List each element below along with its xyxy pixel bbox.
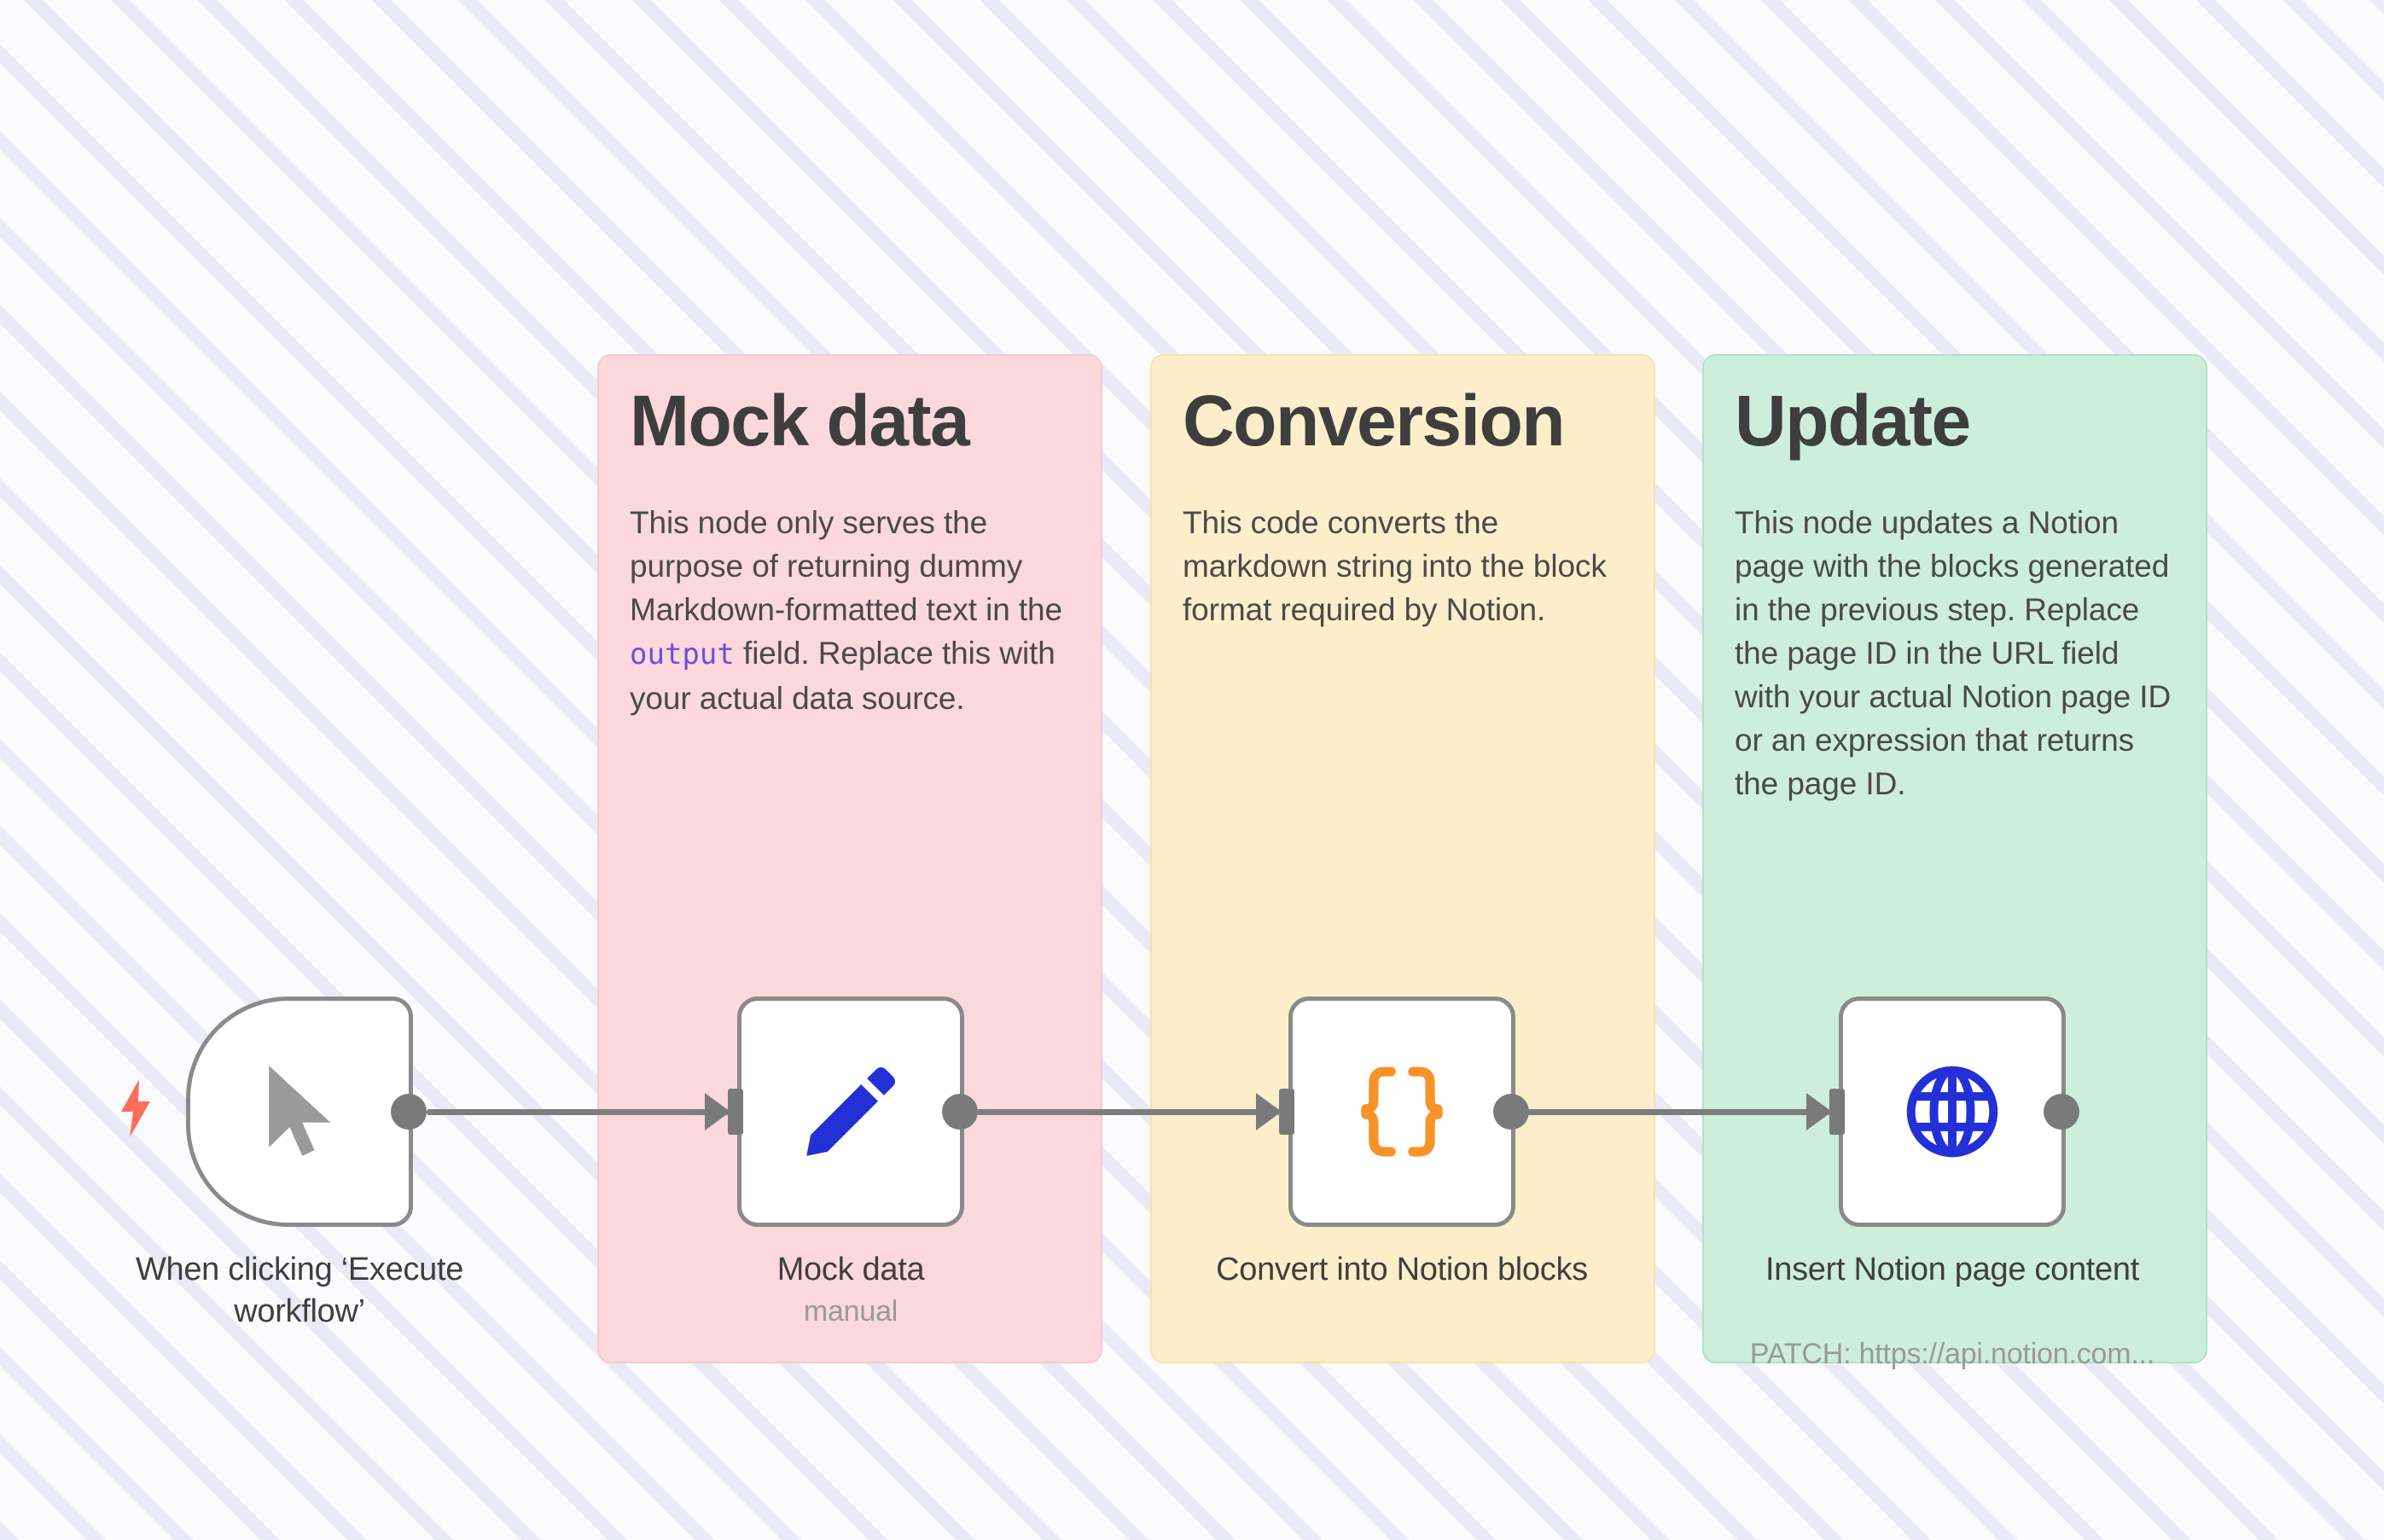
node-label: Mock data [776,1252,925,1287]
sticky-note-title: Update [1735,381,1971,461]
sticky-note-body-text-1: This code converts the markdown string i… [1183,505,1607,627]
node-label: When clicking ‘Execute workflow’ [135,1252,464,1329]
sticky-note-inline-code: output [630,637,735,671]
node-sublabel: PATCH: https://api.notion.com... [1749,1338,2155,1370]
sticky-note-body-text-1: This node updates a Notion page with the… [1735,505,2172,801]
sticky-note-title: Conversion [1183,381,1566,461]
sticky-note-body: This code converts the markdown string i… [1183,501,1623,633]
node-input-port[interactable] [1256,1089,1294,1135]
sticky-note-body: This node only serves the purpose of ret… [630,501,1070,720]
node-insert-notion-page-content[interactable]: Insert Notion page content PATCH: https:… [1750,997,2154,1370]
node-output-port[interactable] [2044,1094,2079,1130]
node-input-port[interactable] [1806,1089,1845,1135]
lightning-bolt-icon [116,1078,157,1138]
node-icon-box[interactable] [186,997,427,1227]
sticky-note-body-text-2: field. Replace this with your actual dat… [630,636,1055,716]
node-icon-box[interactable] [705,997,978,1227]
node-label: Insert Notion page content [1765,1252,2139,1287]
cursor-pointer-icon [269,1066,331,1156]
sticky-note-body: This node updates a Notion page with the… [1735,501,2175,807]
globe-icon [1906,1066,1998,1158]
sticky-note-title: Mock data [630,381,970,461]
node-icon-box[interactable] [1806,997,2079,1227]
node-output-port[interactable] [942,1094,978,1130]
curly-braces-icon [1361,1066,1443,1157]
node-label: Convert into Notion blocks [1216,1252,1588,1287]
node-input-port[interactable] [705,1089,743,1135]
node-convert-into-notion-blocks[interactable]: Convert into Notion blocks [1216,997,1588,1287]
node-manual-trigger[interactable]: When clicking ‘Execute workflow’ [121,997,463,1329]
connection-trigger-to-mock-data [427,1109,734,1115]
pencil-edit-icon [806,1067,895,1156]
node-sublabel: manual [803,1295,898,1328]
connection-code-to-http [1527,1109,1830,1115]
sticky-note-mock-data[interactable]: Mock data This node only serves the purp… [597,354,1102,1363]
node-output-port[interactable] [1493,1094,1529,1130]
node-output-port[interactable] [391,1094,427,1130]
node-mock-data[interactable]: Mock data manual [705,997,978,1328]
sticky-note-body-text-1: This node only serves the purpose of ret… [630,505,1062,627]
node-icon-box[interactable] [1256,997,1529,1227]
connection-mock-data-to-code [977,1109,1280,1115]
